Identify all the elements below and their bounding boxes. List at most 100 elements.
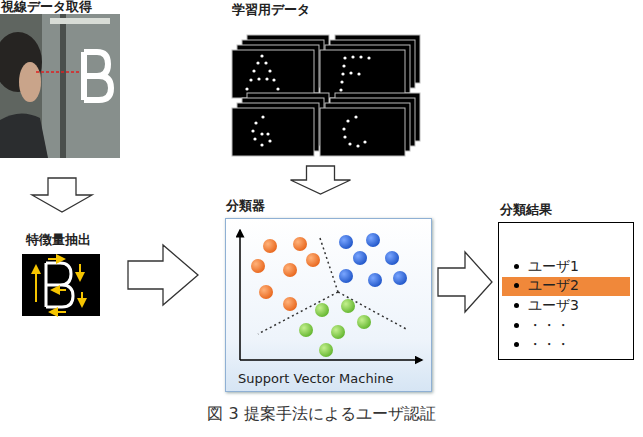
gaze-point [272, 78, 275, 81]
node-text: ・・・ [528, 317, 570, 334]
training-image [330, 40, 415, 88]
node-heading: 特徴量抽出 [26, 232, 91, 248]
training-image [325, 103, 410, 151]
gaze-point [253, 137, 256, 140]
training-image [330, 98, 415, 146]
node-text: ユーザ3 [528, 297, 579, 314]
block-arrow [438, 252, 492, 312]
sample-point [385, 251, 399, 265]
y-axis [239, 230, 241, 360]
sample-point [299, 323, 313, 337]
sample-point [259, 285, 273, 299]
diagram-node: 視線データ取得 [0, 0, 125, 158]
training-image [247, 93, 329, 141]
block-arrow [291, 166, 351, 194]
gaze-point [356, 144, 359, 147]
gaze-point [251, 129, 254, 132]
stroke-arrow [52, 289, 66, 291]
gaze-point [367, 56, 370, 59]
person-hair [0, 32, 42, 92]
node-heading: 学習用データ [232, 2, 310, 18]
x-axis [240, 359, 422, 361]
stroke-arrow [48, 258, 64, 260]
training-images [232, 35, 420, 156]
door-frame [60, 14, 66, 158]
sample-point [315, 303, 329, 317]
stroke-arrow [81, 292, 83, 306]
gaze-point [260, 54, 263, 57]
sample-point [339, 235, 353, 249]
svm-plot [240, 230, 422, 360]
gaze-point [252, 69, 255, 72]
feature-background [22, 254, 100, 316]
gaze-point [256, 61, 259, 64]
gaze-point [276, 87, 279, 90]
gaze-photo [0, 14, 120, 158]
training-image [237, 103, 319, 151]
gaze-point [268, 139, 271, 142]
figure-caption: 図 3 提案手法によるユーザ認証 [0, 404, 643, 423]
person-face [19, 62, 41, 102]
letter-glyph [46, 263, 73, 307]
gaze-point [343, 135, 346, 138]
stroke-arrow [79, 264, 81, 280]
training-image [242, 98, 324, 146]
gaze-point [342, 127, 345, 130]
glass-door [42, 14, 120, 158]
sample-point [319, 343, 333, 357]
sample-point [339, 269, 353, 283]
classifier-frame [225, 218, 432, 392]
node-heading: 視線データ取得 [1, 0, 92, 15]
ceiling-light [50, 18, 110, 24]
gaze-point [363, 140, 366, 143]
gaze-point [245, 87, 248, 90]
training-image [335, 35, 420, 83]
gaze-point [348, 142, 351, 145]
person-body [0, 113, 48, 158]
photo-background [0, 14, 120, 158]
feature-image [22, 254, 100, 316]
sample-point [283, 297, 297, 311]
gaze-point [343, 56, 346, 59]
sample-point [251, 259, 265, 273]
node-text: ・・・ [528, 336, 570, 353]
training-image [237, 45, 319, 93]
sample-point [357, 315, 371, 329]
training-image [232, 50, 314, 98]
gaze-point [339, 88, 342, 91]
gaze-point [260, 132, 263, 135]
gaze-line [36, 71, 80, 73]
gaze-point [266, 132, 269, 135]
sample-point [366, 233, 380, 247]
sample-point [293, 237, 307, 251]
node-heading: 分類器 [226, 198, 265, 214]
sample-point [331, 325, 345, 339]
sample-point [283, 263, 297, 277]
sample-point [393, 271, 407, 285]
gaze-point [268, 69, 271, 72]
gaze-point [351, 55, 354, 58]
gaze-point [257, 77, 260, 80]
sample-point [353, 251, 367, 265]
gaze-point [342, 64, 345, 67]
gaze-point [254, 121, 257, 124]
gaze-point [340, 80, 343, 83]
diagram-node: 分類器Support Vector Machine [222, 198, 434, 394]
training-image [320, 50, 405, 98]
node-text: ユーザ2 [528, 277, 579, 294]
bullet-dot [514, 264, 519, 269]
bullet-dot [514, 303, 519, 308]
decision-boundary [320, 238, 338, 292]
bullet-dot [514, 342, 519, 347]
sample-point [368, 273, 382, 287]
training-image [325, 45, 410, 93]
gaze-point [354, 115, 357, 118]
node-heading: 分類結果 [500, 202, 552, 218]
gaze-point [260, 143, 263, 146]
decision-boundary [338, 292, 408, 330]
node-text: ユーザ1 [528, 258, 579, 275]
gaze-point [357, 72, 360, 75]
